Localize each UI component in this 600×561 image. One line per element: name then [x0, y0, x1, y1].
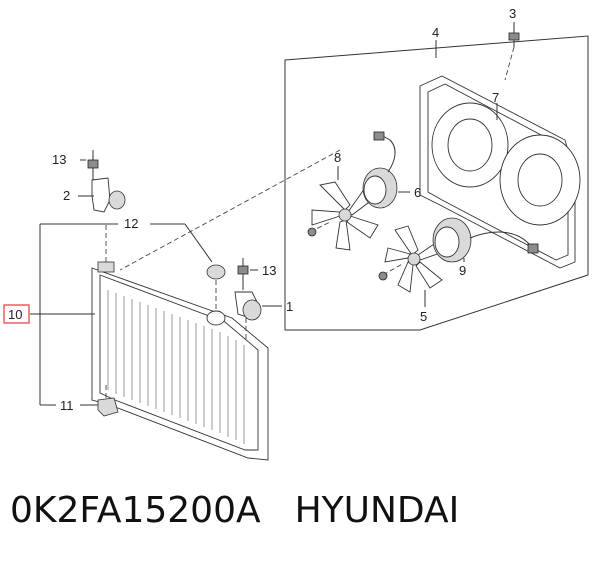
callout-10: 10 — [8, 307, 22, 322]
footer-caption: 0K2FA15200A HYUNDAI — [10, 490, 459, 546]
callout-10-highlight-box — [3, 304, 30, 324]
callout-1: 1 — [286, 299, 293, 314]
callout-5: 5 — [420, 309, 427, 324]
callout-7: 7 — [492, 90, 499, 105]
mounting-bracket-right — [234, 258, 282, 340]
radiator — [91, 225, 269, 461]
part-number: 0K2FA15200A — [10, 490, 261, 531]
fan-motor-lower — [432, 217, 539, 263]
callout-12: 12 — [124, 216, 138, 231]
fan-shroud — [419, 75, 581, 269]
callout-13-lower: 13 — [262, 263, 276, 278]
brand-name: HYUNDAI — [294, 490, 460, 531]
callout-13-upper: 13 — [52, 152, 66, 167]
screw-icon — [504, 22, 520, 81]
mounting-bracket-left — [78, 150, 126, 213]
callout-11: 11 — [60, 398, 74, 413]
callout-6: 6 — [414, 185, 421, 200]
callout-3: 3 — [509, 6, 516, 21]
fan-assembly-frame — [284, 35, 589, 331]
callout-2: 2 — [63, 188, 70, 203]
callout-8: 8 — [334, 150, 341, 165]
radiator-insulator-bottom — [40, 385, 119, 417]
radiator-core-fins — [107, 290, 245, 444]
fan-motor-upper — [362, 131, 410, 209]
callout-9: 9 — [459, 263, 466, 278]
callout-4: 4 — [432, 25, 439, 40]
